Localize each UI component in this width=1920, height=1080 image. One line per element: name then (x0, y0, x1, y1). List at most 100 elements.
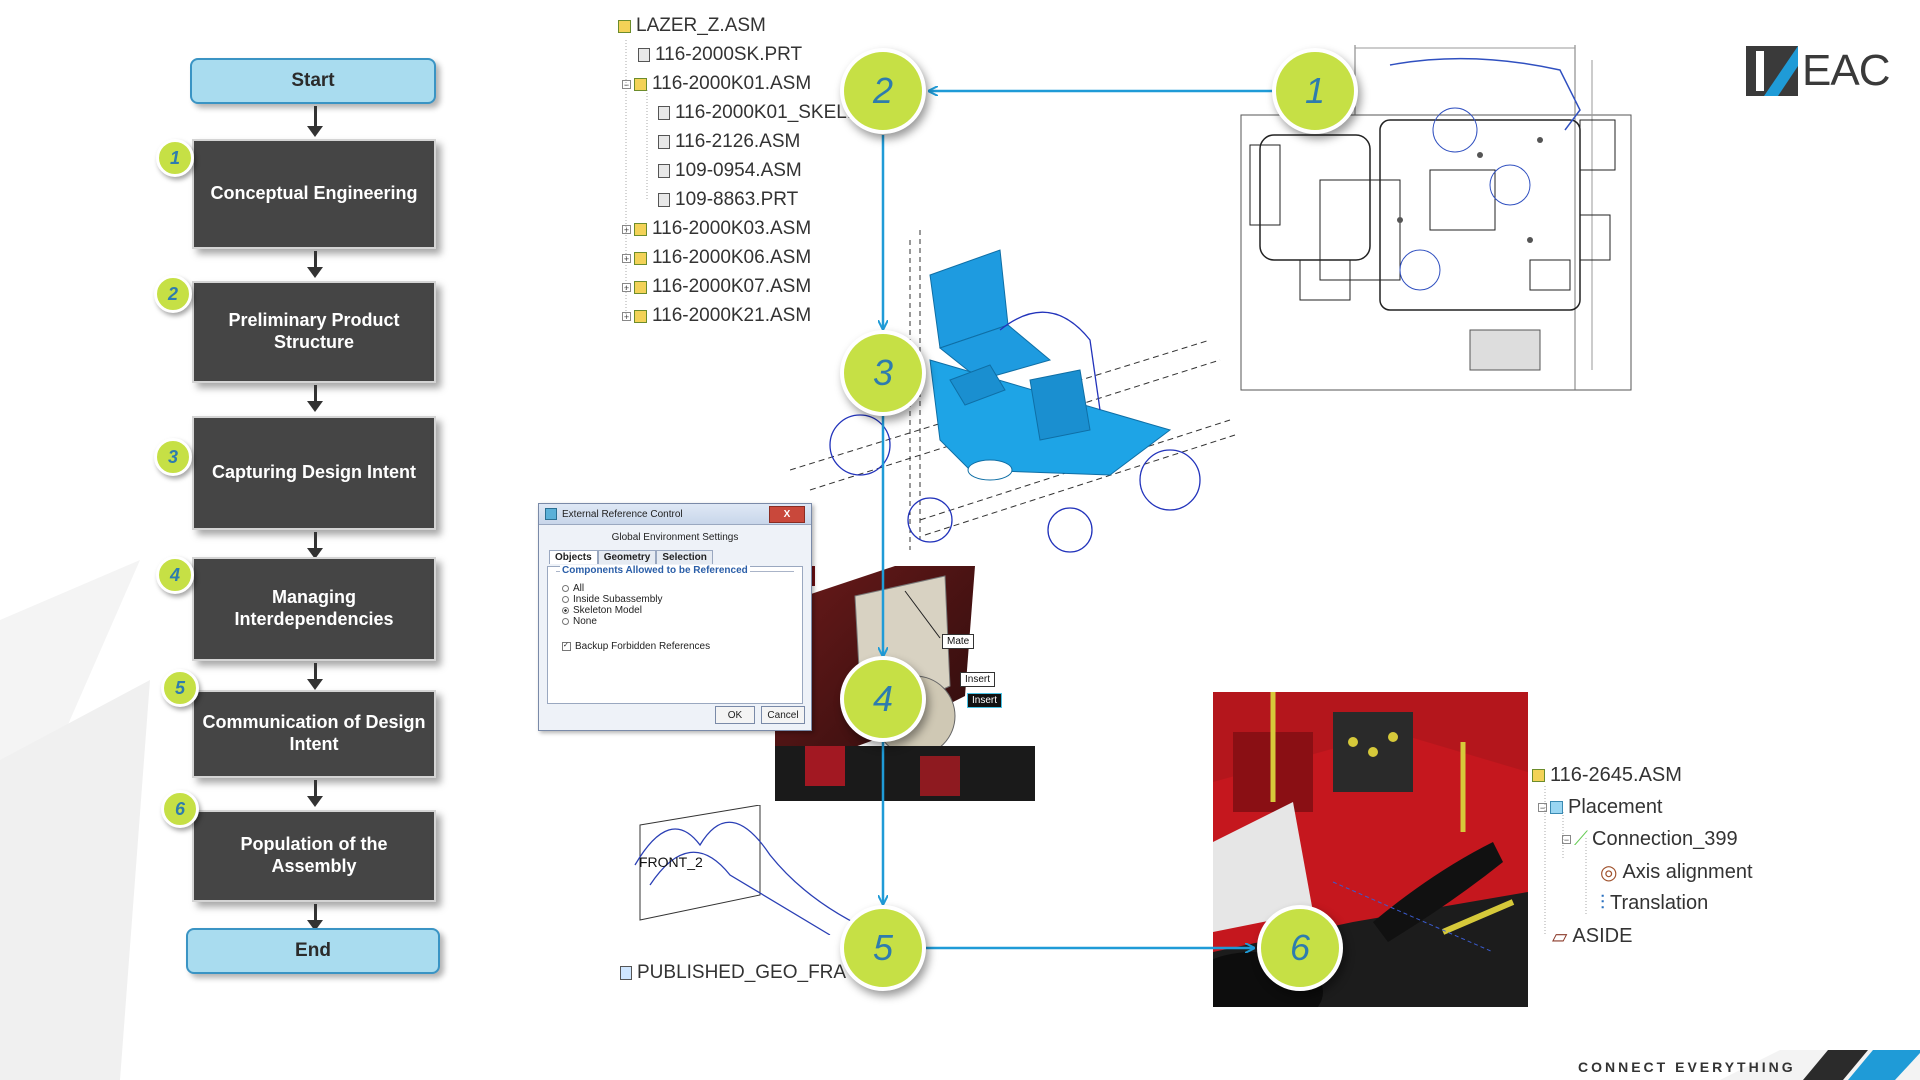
expand-icon[interactable]: + (622, 253, 631, 264)
tree-item-label: Connection_399 (1592, 828, 1738, 850)
step-communication-of-design-intent: Communication of Design Intent (192, 690, 436, 778)
step-number: 6 (174, 798, 185, 819)
tag-label: Insert (972, 695, 998, 706)
skeleton-icon (658, 106, 670, 120)
tree-item[interactable]: ▱ASIDE (1552, 924, 1632, 949)
radio-label: None (573, 616, 597, 627)
radio-selected-icon (562, 607, 569, 614)
step-population-of-the-assembly: Population of the Assembly (192, 810, 436, 902)
step-managing-interdependencies: Managing Interdependencies (192, 557, 436, 661)
radio-all[interactable]: All (562, 583, 584, 594)
dialog-titlebar[interactable]: External Reference Control (539, 504, 811, 525)
assembly-icon (634, 309, 647, 323)
step-number-badge: 5 (161, 669, 199, 707)
tree-item[interactable]: 109-8863.PRT (658, 189, 798, 211)
dialog-title: External Reference Control (562, 508, 683, 520)
expand-icon[interactable]: + (622, 311, 631, 322)
tree-item[interactable]: +116-2000K03.ASM (622, 218, 811, 240)
part-icon (638, 48, 650, 62)
ok-label: OK (727, 709, 743, 721)
tree-item[interactable]: −⟋Connection_399 (1562, 828, 1738, 851)
flow-arrowhead (307, 126, 323, 137)
collapse-icon[interactable]: − (1562, 835, 1571, 845)
eac-logo-mark (1746, 46, 1798, 96)
eac-logo: EAC (1746, 46, 1890, 96)
callout-1: 1 (1272, 48, 1358, 134)
dialog-tabs: Objects Geometry Selection (549, 550, 713, 564)
translation-icon: ⫶ (1600, 892, 1605, 914)
radio-inside-subassembly[interactable]: Inside Subassembly (562, 594, 663, 605)
skeleton-frame-model (790, 230, 1236, 553)
callout-number: 4 (872, 678, 894, 719)
tree-item[interactable]: ◎Axis alignment (1600, 860, 1753, 885)
flow-connector (314, 385, 317, 401)
tree-item[interactable]: −Placement (1538, 796, 1663, 819)
radio-label: Skeleton Model (573, 605, 642, 616)
tree-item[interactable]: ⫶Translation (1600, 892, 1708, 915)
radio-label: Inside Subassembly (573, 594, 663, 605)
collapse-icon[interactable]: − (622, 79, 631, 90)
flow-connector (314, 663, 317, 679)
callout-3: 3 (840, 330, 926, 416)
radio-icon (562, 618, 569, 625)
tree-item[interactable]: +116-2000K07.ASM (622, 276, 811, 298)
tree-item-label: Translation (1610, 892, 1709, 914)
tab-geometry[interactable]: Geometry (597, 550, 657, 564)
tree-item[interactable]: 116-2126.ASM (658, 131, 800, 153)
flow-arrowhead (307, 679, 323, 690)
end-terminal: End (186, 928, 440, 974)
radio-icon (562, 596, 569, 603)
mower-top-view-drawing (1240, 45, 1632, 391)
insert-constraint-tag-selected: Insert (967, 693, 1003, 708)
step-number-badge: 2 (154, 275, 192, 313)
backup-forbidden-references-checkbox[interactable]: ✓Backup Forbidden References (562, 641, 710, 652)
tree-item[interactable]: LAZER_Z.ASM (618, 15, 766, 37)
tree-item-label: 116-2000SK.PRT (655, 44, 803, 65)
callout-2: 2 (840, 48, 926, 134)
tree-item-label: 116-2645.ASM (1550, 764, 1682, 786)
expand-icon[interactable]: + (622, 282, 631, 293)
expand-icon[interactable]: + (622, 224, 631, 235)
dialog-heading: Global Environment Settings (611, 532, 739, 543)
tree-item[interactable]: +116-2000K06.ASM (622, 247, 811, 269)
step-number-badge: 1 (156, 139, 194, 177)
tagline: CONNECT EVERYTHING (1578, 1059, 1796, 1075)
callout-5: 5 (840, 905, 926, 991)
assembly-icon (634, 222, 647, 236)
ok-button[interactable]: OK (715, 706, 755, 724)
collapse-icon[interactable]: − (1538, 803, 1547, 813)
tab-selection[interactable]: Selection (656, 550, 713, 564)
tree-item-label: 116-2000K01_SKEL.F (675, 102, 864, 123)
assembly-icon (618, 19, 631, 33)
tag-label: Mate (947, 636, 970, 647)
tree-item[interactable]: −116-2000K01.ASM (622, 73, 811, 95)
tree-item[interactable]: 116-2000K01_SKEL.F (658, 102, 864, 124)
assembly-icon (634, 280, 647, 294)
external-reference-control-dialog: External Reference Control X Global Envi… (538, 503, 812, 731)
radio-icon (562, 585, 569, 592)
step-capturing-design-intent: Capturing Design Intent (192, 416, 436, 530)
tree-item[interactable]: 116-2000SK.PRT (638, 44, 802, 66)
tree-item[interactable]: 109-0954.ASM (658, 160, 802, 182)
radio-none[interactable]: None (562, 616, 597, 627)
flow-arrowhead (307, 548, 323, 559)
published-geometry-item[interactable]: PUBLISHED_GEO_FRA (620, 962, 846, 984)
callout-number: 5 (872, 927, 894, 968)
start-terminal: Start (190, 58, 436, 104)
tab-objects[interactable]: Objects (549, 550, 598, 564)
tree-item-label: 109-0954.ASM (675, 160, 802, 181)
assembly-icon (658, 135, 670, 149)
tree-item[interactable]: 116-2645.ASM (1532, 764, 1682, 787)
mate-constraint-tag: Mate (942, 634, 975, 649)
step-label: Capturing Design Intent (212, 462, 416, 483)
published-geometry-label: PUBLISHED_GEO_FRA (637, 962, 847, 983)
cancel-button[interactable]: Cancel (761, 706, 805, 724)
datum-plane-icon: ▱ (1552, 926, 1568, 948)
tree-item-label: 116-2000K21.ASM (652, 305, 812, 326)
radio-skeleton-model[interactable]: Skeleton Model (562, 605, 642, 616)
close-button[interactable]: X (769, 506, 805, 523)
step-number: 3 (167, 446, 178, 467)
tree-item[interactable]: +116-2000K21.ASM (622, 305, 811, 327)
flow-connector (314, 904, 317, 920)
